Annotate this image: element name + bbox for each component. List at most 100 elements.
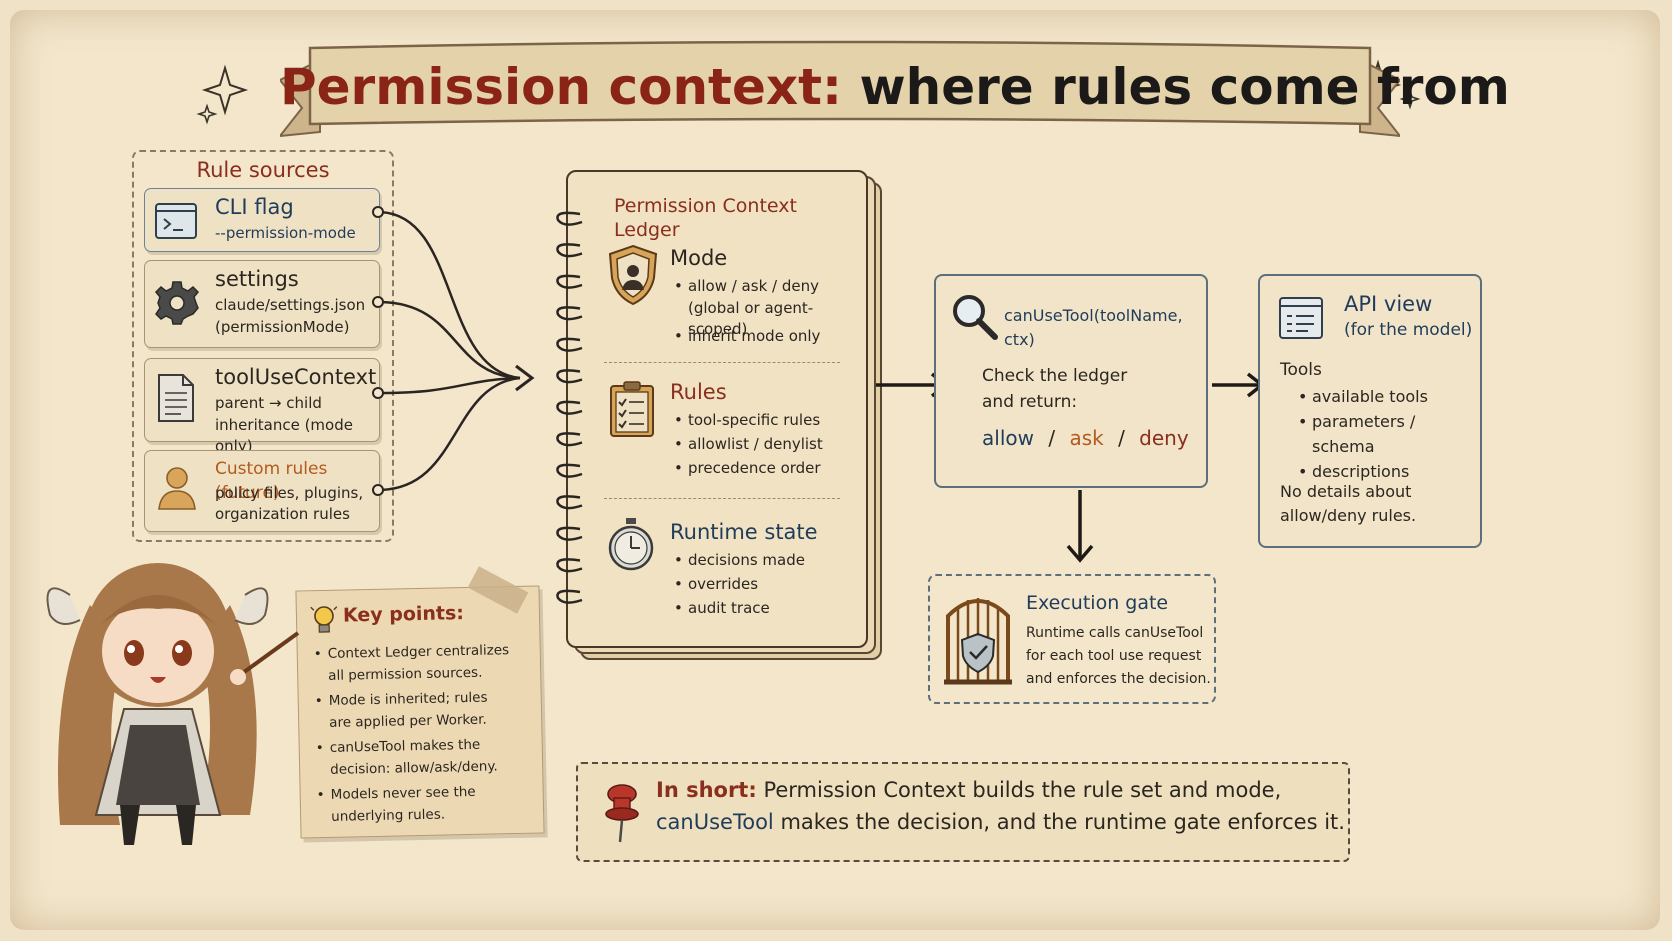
spiral-ring	[556, 526, 583, 541]
spiral-ring	[556, 589, 583, 604]
spiral-ring	[556, 337, 583, 352]
rule-sources-heading: Rule sources	[196, 158, 330, 182]
execution-gate-line: and enforces the decision.	[1026, 671, 1211, 687]
spiral-ring	[556, 243, 583, 258]
in-short-label: In short:	[656, 778, 757, 802]
section-divider	[604, 362, 840, 363]
title-part2: where rules come from	[859, 58, 1510, 116]
rules-bullets: tool-specific rules allowlist / denylist…	[672, 410, 823, 479]
mode-bullets: inherit mode only	[672, 326, 820, 347]
source-title: CLI flag	[215, 195, 294, 219]
source-line: organization rules	[215, 505, 350, 523]
tools-bullet: parameters / schema	[1298, 409, 1480, 459]
arrow-canusetool-to-gate	[1066, 490, 1094, 563]
source-title: Custom rules (future)	[215, 459, 328, 503]
sparkle-icon	[196, 64, 249, 125]
ledger-notebook: Permission Context Ledger Mode allow / a…	[566, 170, 868, 648]
gear-icon	[154, 281, 200, 325]
source-settings: settings claude/settings.json (permissio…	[144, 260, 380, 348]
canusetool-line: and return:	[982, 392, 1078, 412]
tools-bullet: descriptions	[1298, 459, 1480, 484]
document-icon	[158, 374, 194, 422]
execution-gate-panel: Execution gate Runtime calls canUseTool …	[928, 574, 1216, 704]
rules-bullet: tool-specific rules	[674, 410, 823, 431]
in-short-panel: In short: Permission Context builds the …	[576, 762, 1350, 862]
person-icon	[158, 467, 196, 510]
runtime-title: Runtime state	[670, 520, 818, 544]
terminal-icon	[155, 203, 197, 239]
spiral-ring	[556, 306, 583, 321]
source-line: claude/settings.json	[215, 296, 366, 314]
mascot-illustration	[46, 563, 300, 845]
execution-gate-line: Runtime calls canUseTool	[1026, 625, 1204, 641]
tools-label: Tools	[1280, 360, 1322, 380]
ledger-heading: Permission Context Ledger	[614, 195, 797, 241]
spiral-ring	[556, 432, 583, 447]
source-title: settings	[215, 267, 299, 291]
api-view-footer: allow/deny rules.	[1280, 506, 1417, 525]
spiral-ring	[556, 369, 583, 384]
api-view-title: API view	[1344, 292, 1433, 316]
mode-title: Mode	[670, 246, 728, 270]
magnifier-icon	[953, 295, 998, 340]
rules-bullet: precedence order	[674, 458, 823, 479]
api-view-panel: API view (for the model) Tools available…	[1258, 274, 1482, 548]
in-short-text: makes the decision, and the runtime gate…	[780, 810, 1345, 834]
stopwatch-icon	[608, 518, 654, 571]
in-short-text: Permission Context builds the rule set a…	[763, 778, 1282, 802]
canusetool-line: Check the ledger	[982, 366, 1128, 386]
execution-gate-line: for each tool use request	[1026, 648, 1202, 664]
runtime-bullet: overrides	[674, 574, 805, 595]
clipboard-checklist-icon	[610, 381, 654, 437]
notebook-spiral	[556, 211, 583, 604]
decision-deny: deny	[1139, 426, 1189, 450]
key-point-line: all permission sources.	[328, 664, 483, 684]
runtime-bullets: decisions made overrides audit trace	[672, 550, 805, 619]
source-line: (permissionMode)	[215, 318, 350, 336]
source-cli-flag: CLI flag --permission-mode	[144, 188, 380, 252]
source-title: toolUseContext	[215, 365, 377, 389]
title-part1: Permission context:	[280, 58, 843, 116]
spiral-ring	[556, 463, 583, 478]
source-line: policy files, plugins,	[215, 484, 364, 502]
source-tool-use-context: toolUseContext parent → child inheritanc…	[144, 358, 380, 455]
canusetool-signature: canUseTool(toolName, ctx)	[1004, 306, 1183, 349]
spiral-ring	[556, 211, 583, 226]
source-line: parent → child	[215, 394, 322, 412]
key-points-heading: Key points:	[342, 602, 465, 627]
decision-options: allow / ask / deny	[982, 426, 1189, 450]
in-short-line1: In short: Permission Context builds the …	[656, 778, 1281, 802]
key-point-line: are applied per Worker.	[329, 711, 487, 731]
rule-sources-panel: Rule sources	[132, 150, 394, 542]
page-title: Permission context: where rules come fro…	[280, 58, 1510, 116]
pushpin-icon	[605, 784, 639, 843]
rules-bullet: allowlist / denylist	[674, 434, 823, 455]
section-divider	[604, 498, 840, 499]
runtime-bullet: audit trace	[674, 598, 805, 619]
diagram-canvas: Permission context: where rules come fro…	[10, 10, 1660, 930]
tools-bullets: available tools parameters / schema desc…	[1296, 384, 1480, 484]
in-short-line2: canUseTool makes the decision, and the r…	[656, 810, 1345, 834]
spiral-ring	[556, 274, 583, 289]
execution-gate-title: Execution gate	[1026, 592, 1169, 614]
in-short-highlight: canUseTool	[656, 810, 774, 834]
decision-allow: allow	[982, 426, 1034, 450]
decision-sep: /	[1118, 426, 1125, 450]
spiral-ring	[556, 400, 583, 415]
execution-gate-text: Runtime calls canUseTool for each tool u…	[1026, 622, 1211, 691]
mode-bullet: inherit mode only	[674, 326, 820, 347]
mode-bullets: allow / ask / deny	[672, 276, 819, 297]
shield-person-icon	[608, 244, 658, 306]
api-view-subtitle: (for the model)	[1344, 320, 1473, 340]
source-connectors	[372, 206, 535, 496]
canusetool-panel: canUseTool(toolName, ctx) Check the ledg…	[934, 274, 1208, 488]
key-point-line: underlying rules.	[331, 806, 446, 825]
spiral-ring	[556, 495, 583, 510]
mode-bullet: allow / ask / deny	[674, 276, 819, 297]
decision-sep: /	[1048, 426, 1056, 450]
window-list-icon	[1279, 297, 1323, 339]
key-point-line: decision: allow/ask/deny.	[330, 758, 498, 778]
lightbulb-icon	[310, 606, 338, 633]
